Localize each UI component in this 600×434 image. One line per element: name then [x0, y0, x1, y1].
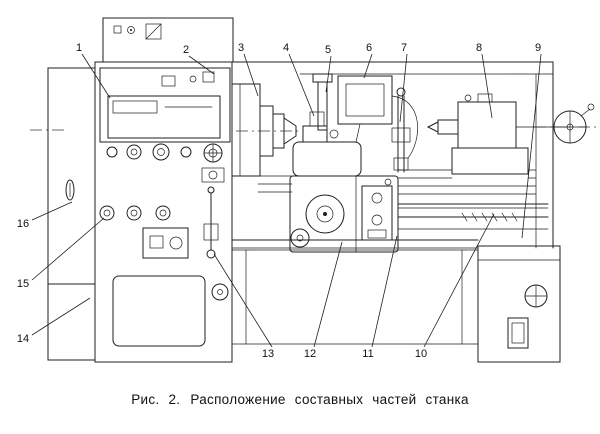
callout-9: 9 — [535, 42, 541, 54]
tailstock-handwheel — [553, 103, 595, 144]
callout-8: 8 — [476, 42, 482, 54]
figure-caption-label: Рис. 2. — [131, 392, 181, 407]
stand-base — [231, 249, 479, 345]
tailstock — [426, 93, 557, 175]
callout-14: 14 — [17, 333, 29, 345]
spindle-centerline — [30, 126, 597, 132]
callout-4: 4 — [283, 42, 289, 54]
callout-16: 16 — [17, 218, 29, 230]
callout-10: 10 — [415, 348, 427, 360]
headstock-cabinet — [94, 17, 234, 363]
callout-leaders — [31, 53, 542, 348]
control-panel-box — [337, 75, 418, 159]
vertical-shaft — [391, 87, 411, 173]
figure-caption: Рис. 2. Расположение составных частей ста… — [0, 392, 600, 407]
callout-5: 5 — [325, 44, 331, 56]
callout-11: 11 — [362, 348, 373, 360]
callout-1: 1 — [76, 42, 82, 54]
callout-6: 6 — [366, 42, 372, 54]
electrical-cabinet — [47, 67, 96, 361]
callout-12: 12 — [304, 348, 316, 360]
callout-2: 2 — [183, 44, 189, 56]
callout-3: 3 — [238, 42, 244, 54]
callout-7: 7 — [401, 42, 407, 54]
spindle-chuck — [231, 83, 297, 177]
callout-13: 13 — [262, 348, 274, 360]
lamp-column — [312, 73, 333, 131]
right-pedestal — [477, 245, 561, 363]
callout-15: 15 — [17, 278, 29, 290]
figure-caption-text: Расположение составных частей станка — [190, 392, 469, 407]
callout-numbers: 1 2 3 4 5 6 7 8 9 10 11 12 13 14 15 16 — [17, 42, 541, 360]
carriage-apron — [289, 111, 399, 253]
